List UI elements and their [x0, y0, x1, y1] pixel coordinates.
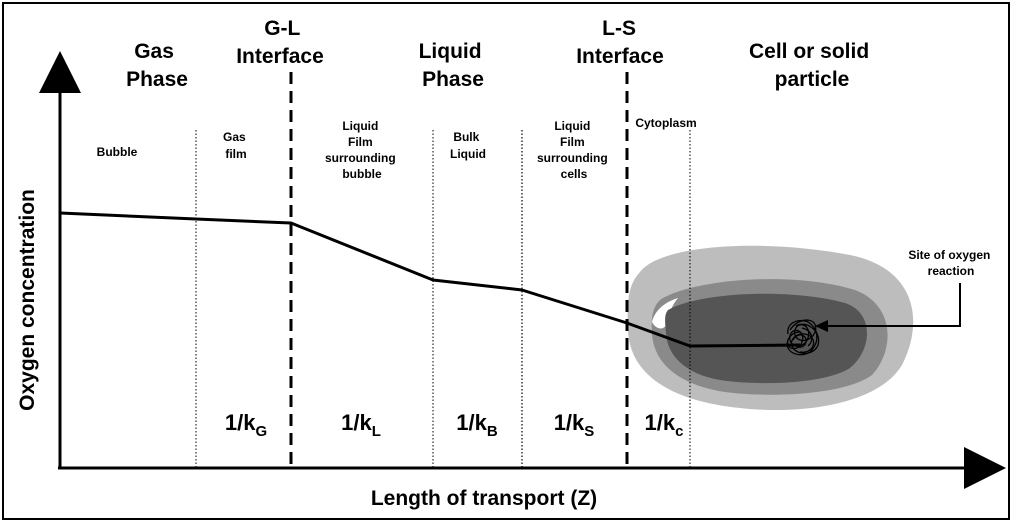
resistance-cytoplasm: 1/kc	[645, 410, 684, 440]
resistance-bulk-liquid: 1/kB	[456, 410, 498, 440]
region-gas-film: Gas film	[223, 130, 249, 161]
y-axis-label: Oxygen concentration	[16, 189, 39, 411]
phase-cell: Cell or solid particle	[749, 40, 875, 91]
phase-ls-interface: L-S Interface	[576, 17, 664, 68]
region-bulk-liquid: Bulk Liquid	[450, 130, 486, 161]
region-liquid-film-cells: Liquid Film surrounding cells	[537, 119, 611, 181]
reaction-site-pointer	[825, 283, 961, 327]
phase-liquid: Liquid Phase	[419, 40, 488, 91]
cell-cytoplasm	[665, 293, 868, 384]
phase-gl-interface: G-L Interface	[236, 17, 324, 68]
reaction-site-label: Site of oxygen reaction	[908, 248, 993, 278]
cell-particle	[627, 245, 914, 411]
reaction-site-arrowhead	[815, 320, 828, 332]
region-liquid-film-bubble: Liquid Film surrounding bubble	[325, 119, 399, 181]
x-axis-label: Length of transport (Z)	[371, 487, 597, 510]
oxygen-profile-line	[59, 211, 801, 348]
boundaries	[195, 72, 691, 468]
resistance-liquid-film: 1/kL	[341, 410, 381, 440]
resistance-gas-film: 1/kG	[225, 410, 267, 440]
cell-white-gap	[652, 298, 678, 329]
region-bubble: Bubble	[97, 145, 138, 159]
region-cytoplasm: Cytoplasm	[635, 116, 696, 130]
phase-gas: Gas Phase	[126, 40, 188, 91]
axes	[39, 51, 1006, 489]
resistance-cell-film: 1/kS	[554, 410, 595, 440]
